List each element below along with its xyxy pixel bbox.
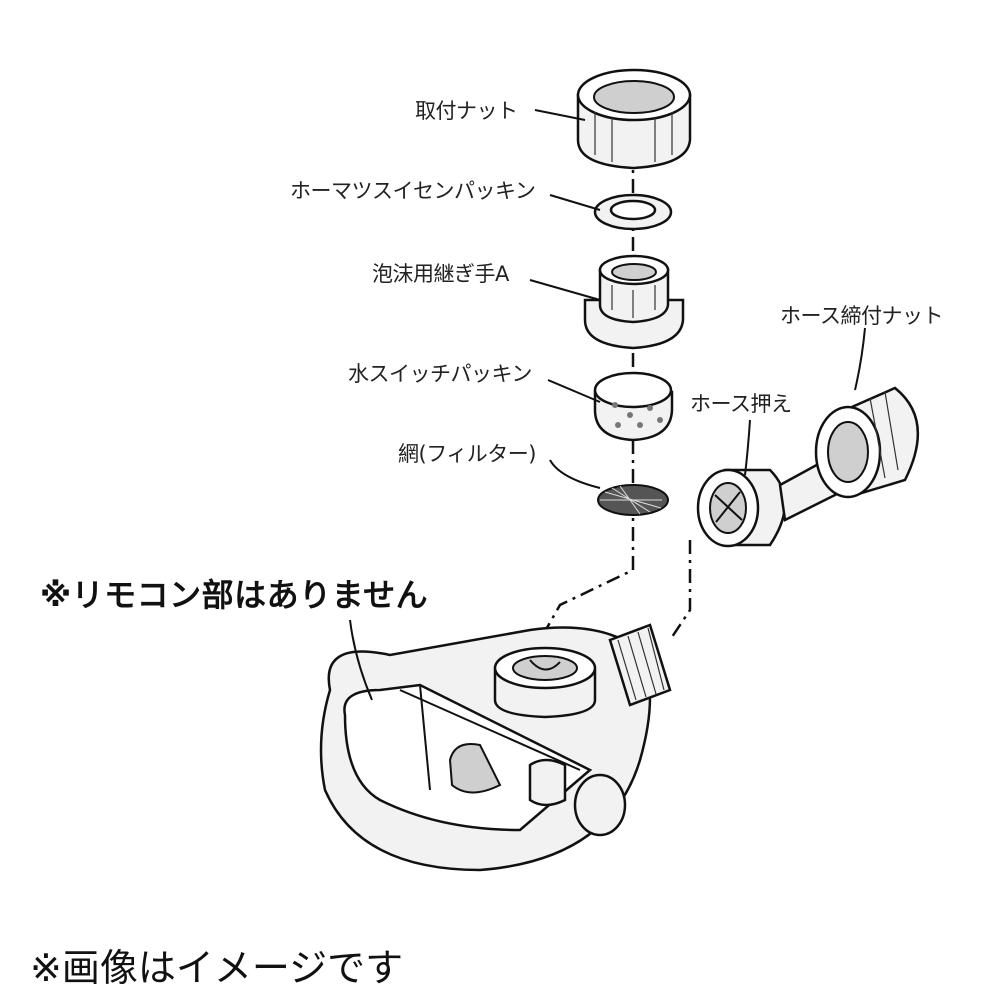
hose-tightening-nut-part [814,386,920,499]
hose-press-part [696,468,787,548]
label-mount-nut: 取付ナット [415,99,518,123]
leader-water-switch-gasket [547,379,601,403]
leader-mesh-filter [549,459,601,489]
leader-no-remote [349,619,373,701]
main-body-part [319,623,672,872]
hose-axis-line [668,540,692,641]
water-switch-gasket-part [593,371,674,442]
mesh-filter-part [597,484,669,516]
label-foam-joint-a: 泡沫用継ぎ手A [372,262,509,286]
label-water-switch-gasket: 水スイッチパッキン [348,362,532,386]
label-hose-press: ホース押え [690,392,792,416]
label-hose-tightening-nut: ホース締付ナット [780,304,943,328]
leader-hose-tightening-nut [854,327,866,391]
center-axis-line [538,150,635,641]
leader-mount-nut [534,109,586,121]
leader-hose-press [744,419,751,476]
leader-foam-faucet-gasket [549,194,601,211]
note-image-only: ※画像はイメージです [30,946,404,990]
mount-nut-part [576,68,692,170]
note-no-remote: ※リモコン部はありません [40,576,429,614]
foam-joint-a-part [583,254,685,350]
foam-faucet-gasket-part [593,193,673,231]
label-mesh-filter: 網(フィルター) [398,442,536,466]
label-foam-faucet-gasket: ホーマツスイセンパッキン [290,179,536,203]
leader-foam-joint-a [529,279,601,301]
